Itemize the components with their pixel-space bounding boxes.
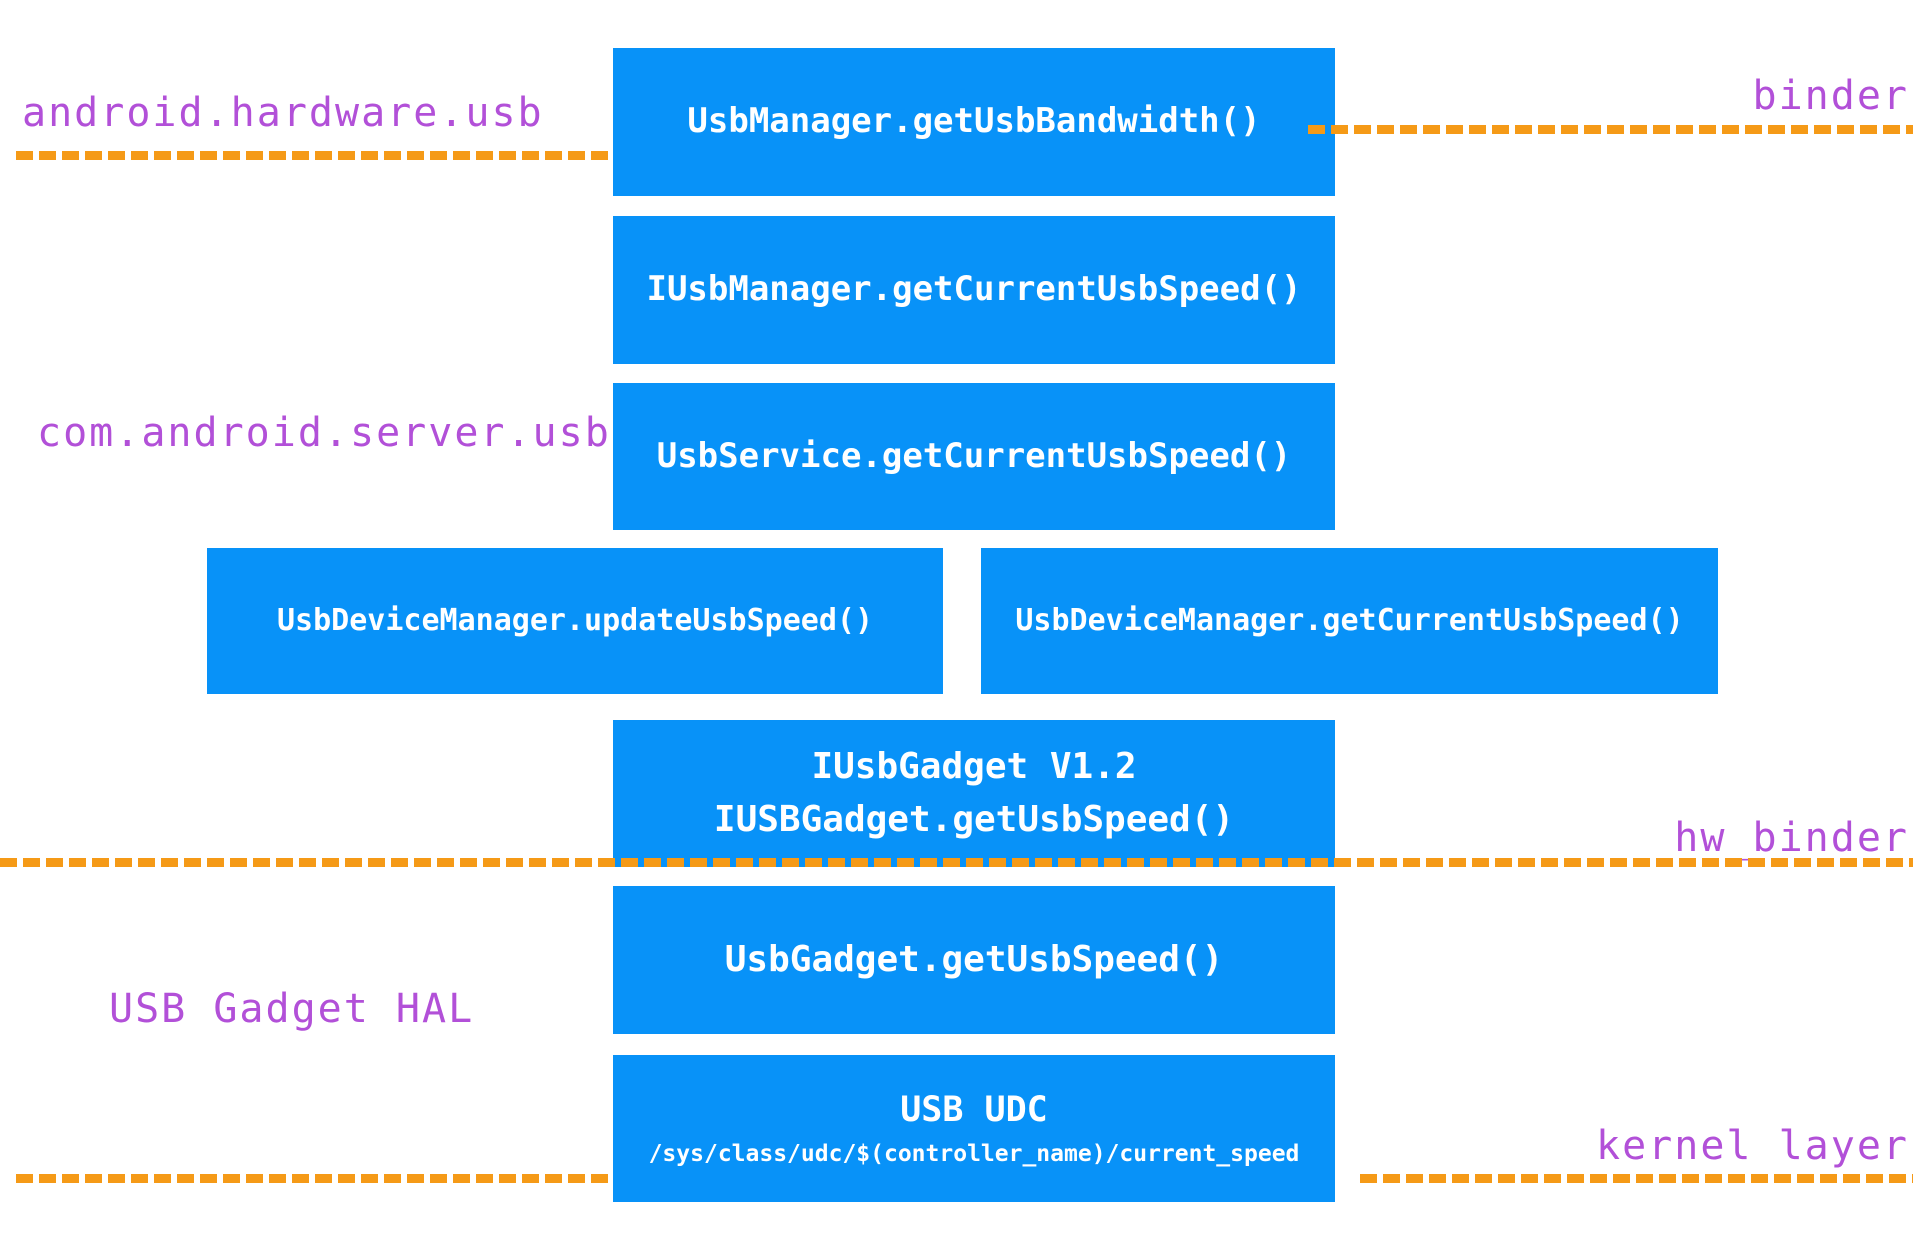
box-iusbmanager-getcurrentusbspeed-label: IUsbManager.getCurrentUsbSpeed() bbox=[646, 269, 1302, 310]
box-usb-udc-sysfs-path: /sys/class/udc/$(controller_name)/curren… bbox=[648, 1141, 1300, 1168]
binder-divider-left-dashed-line bbox=[16, 151, 614, 160]
box-iusbmanager-getcurrentusbspeed: IUsbManager.getCurrentUsbSpeed() bbox=[613, 216, 1335, 364]
layer-label-hw-binder: hw_binder bbox=[1674, 815, 1909, 861]
box-usb-udc: USB UDC /sys/class/udc/$(controller_name… bbox=[613, 1055, 1335, 1202]
box-iusbgadget-version-label: IUsbGadget V1.2 bbox=[811, 746, 1137, 788]
box-usbdevicemanager-getcurrentusbspeed-label: UsbDeviceManager.getCurrentUsbSpeed() bbox=[1015, 603, 1684, 639]
box-usb-udc-title: USB UDC bbox=[900, 1090, 1048, 1131]
box-usbmanager-getusbbandwidth: UsbManager.getUsbBandwidth() bbox=[613, 48, 1335, 196]
layer-label-com-android-server-usb: com.android.server.usb bbox=[37, 410, 611, 456]
box-usbgadget-getusbspeed-label: UsbGadget.getUsbSpeed() bbox=[724, 938, 1224, 980]
box-iusbgadget-v12: IUsbGadget V1.2 IUSBGadget.getUsbSpeed() bbox=[613, 720, 1335, 867]
box-iusbgadget-getusbspeed-label: IUSBGadget.getUsbSpeed() bbox=[713, 798, 1235, 840]
box-usbgadget-getusbspeed: UsbGadget.getUsbSpeed() bbox=[613, 886, 1335, 1034]
box-usbdevicemanager-getcurrentusbspeed: UsbDeviceManager.getCurrentUsbSpeed() bbox=[981, 548, 1718, 694]
box-usbservice-getcurrentusbspeed: UsbService.getCurrentUsbSpeed() bbox=[613, 383, 1335, 530]
kernel-divider-right-dashed-line bbox=[1360, 1174, 1913, 1183]
box-usbservice-getcurrentusbspeed-label: UsbService.getCurrentUsbSpeed() bbox=[656, 435, 1292, 476]
box-usbdevicemanager-updateusbspeed: UsbDeviceManager.updateUsbSpeed() bbox=[207, 548, 943, 694]
box-usbmanager-getusbbandwidth-label: UsbManager.getUsbBandwidth() bbox=[687, 101, 1261, 142]
kernel-divider-left-dashed-line bbox=[16, 1174, 614, 1183]
layer-label-binder: binder bbox=[1752, 73, 1909, 119]
layer-label-usb-gadget-hal: USB Gadget HAL bbox=[109, 986, 475, 1032]
layer-label-android-hardware-usb: android.hardware.usb bbox=[22, 90, 544, 136]
binder-divider-right-dashed-line bbox=[1308, 125, 1913, 134]
layer-label-kernel-layer: kernel layer bbox=[1596, 1123, 1909, 1169]
box-usbdevicemanager-updateusbspeed-label: UsbDeviceManager.updateUsbSpeed() bbox=[276, 603, 874, 639]
hw-binder-divider-dashed-line bbox=[0, 858, 1913, 867]
